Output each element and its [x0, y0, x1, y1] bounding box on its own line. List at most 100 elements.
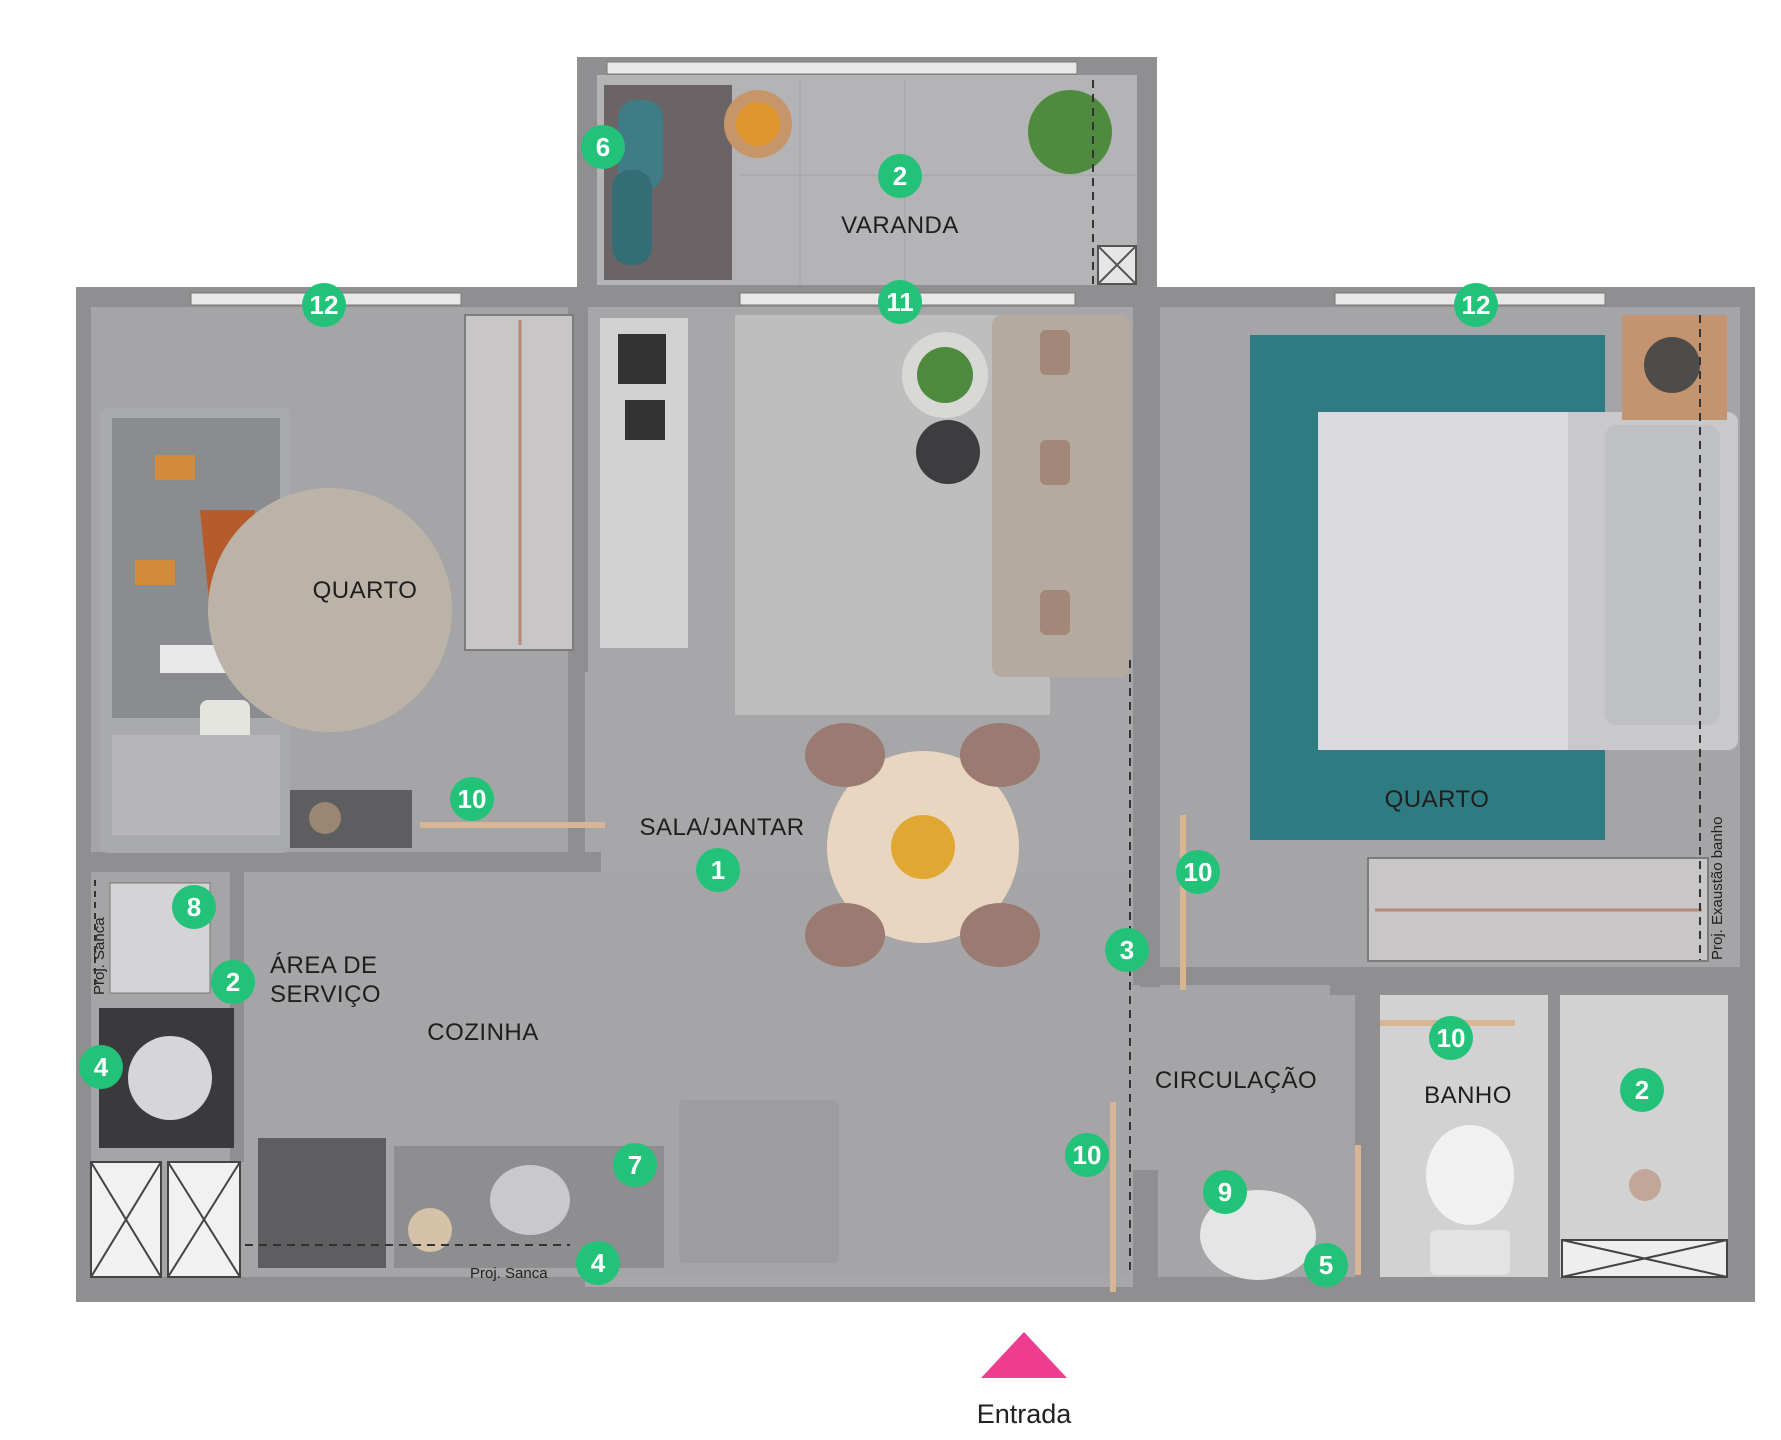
entrance-label: Entrada	[977, 1399, 1073, 1429]
svg-text:4: 4	[94, 1052, 109, 1082]
label-area-2: SERVIÇO	[270, 981, 381, 1008]
sofa	[992, 315, 1130, 677]
badge-9: 9	[1203, 1170, 1247, 1214]
svg-text:10: 10	[1184, 857, 1213, 887]
wall-shower-divider	[1548, 995, 1560, 1277]
table-flowers	[891, 815, 955, 879]
varanda-plant	[1028, 90, 1112, 174]
door-quarto-right	[1180, 815, 1186, 990]
cushion-2	[612, 170, 652, 265]
toilet	[1426, 1125, 1514, 1225]
svg-text:2: 2	[226, 967, 240, 997]
svg-text:7: 7	[628, 1150, 642, 1180]
cab2-x2	[167, 1161, 241, 1278]
side-table	[916, 420, 980, 484]
door-quarto-left	[420, 822, 605, 828]
label-cozinha: COZINHA	[427, 1019, 539, 1046]
cab1-x2	[90, 1161, 162, 1278]
wall-right-vertical	[1140, 287, 1160, 987]
tv-device-1	[618, 334, 666, 384]
toilet-tank	[1430, 1230, 1510, 1275]
badge-2-area: 2	[211, 960, 255, 1004]
chair-2	[960, 723, 1040, 787]
svg-text:12: 12	[310, 290, 339, 320]
svg-text:4: 4	[591, 1248, 606, 1278]
door-lavabo	[1355, 1145, 1361, 1275]
window-varanda	[606, 61, 1078, 75]
wall-quarto-right-bottom	[1330, 967, 1740, 995]
svg-text:9: 9	[1218, 1177, 1232, 1207]
badge-2-banho: 2	[1620, 1068, 1664, 1112]
badge-3: 3	[1105, 928, 1149, 972]
label-quarto-left: QUARTO	[313, 577, 418, 604]
badge-12-right: 12	[1454, 283, 1498, 327]
badge-10-quarto: 10	[450, 777, 494, 821]
label-varanda: VARANDA	[841, 212, 959, 239]
svg-text:10: 10	[458, 784, 487, 814]
label-area-1: ÁREA DE	[270, 952, 378, 979]
badge-10-entrada: 10	[1065, 1133, 1109, 1177]
badge-12-left: 12	[302, 283, 346, 327]
label-circulacao: CIRCULAÇÃO	[1155, 1067, 1317, 1094]
nightstand-left	[290, 790, 412, 848]
niche-x2	[1561, 1239, 1728, 1278]
note-proj-sanca-area: Proj. Sanca	[91, 917, 108, 995]
svg-text:12: 12	[1462, 290, 1491, 320]
badge-10-circulacao: 10	[1176, 850, 1220, 894]
svg-text:11: 11	[886, 287, 914, 317]
cushion-1	[618, 100, 663, 190]
chair-4	[960, 903, 1040, 967]
fruit-bowl-inner	[736, 102, 780, 146]
badge-5: 5	[1304, 1243, 1348, 1287]
shaft-cross-2	[1097, 245, 1137, 285]
svg-text:5: 5	[1319, 1250, 1333, 1280]
nightstand-vase	[1644, 337, 1700, 393]
badge-10-banho: 10	[1429, 1016, 1473, 1060]
washer-drum	[128, 1036, 212, 1120]
bed-pillows	[1605, 425, 1720, 725]
svg-text:8: 8	[187, 892, 201, 922]
door-entrada	[1110, 1102, 1116, 1292]
bed-bottom	[112, 735, 280, 835]
badge-8: 8	[172, 885, 216, 929]
shower-drain	[1629, 1169, 1661, 1201]
wall-quarto-left-bottom	[91, 852, 601, 872]
badge-6: 6	[581, 125, 625, 169]
note-proj-sanca-cozinha: Proj. Sanca	[470, 1265, 548, 1282]
badge-4-area: 4	[79, 1045, 123, 1089]
stove	[258, 1138, 386, 1268]
label-banho: BANHO	[1424, 1082, 1512, 1109]
fridge	[679, 1100, 839, 1263]
badge-7: 7	[613, 1143, 657, 1187]
svg-text:10: 10	[1073, 1140, 1102, 1170]
entrance-arrow-icon	[981, 1332, 1067, 1378]
sofa-cushion-1	[1040, 330, 1070, 375]
plant-leaves	[917, 347, 973, 403]
badge-1: 1	[696, 848, 740, 892]
blanket-orange-1	[155, 455, 195, 480]
sofa-cushion-2	[1040, 440, 1070, 485]
label-quarto-right: QUARTO	[1385, 786, 1490, 813]
note-proj-exaustao: Proj. Exaustão banho	[1709, 817, 1726, 960]
label-sala: SALA/JANTAR	[639, 814, 804, 841]
sofa-cushion-3	[1040, 590, 1070, 635]
chair-3	[805, 903, 885, 967]
svg-text:2: 2	[893, 161, 907, 191]
svg-text:10: 10	[1437, 1023, 1466, 1053]
svg-text:3: 3	[1120, 935, 1134, 965]
badge-4-cozinha: 4	[576, 1241, 620, 1285]
wall-lavabo	[1133, 1170, 1158, 1280]
svg-text:2: 2	[1635, 1075, 1649, 1105]
svg-text:1: 1	[711, 855, 725, 885]
blanket-orange-2	[135, 560, 175, 585]
nightstand-lamp	[309, 802, 341, 834]
round-rug	[208, 488, 452, 732]
sink-bowl-2	[408, 1208, 452, 1252]
badge-11: 11	[878, 280, 922, 324]
badge-2-varanda: 2	[878, 154, 922, 198]
tv-device-2	[625, 400, 665, 440]
bed-cover	[1318, 412, 1568, 750]
chair-1	[805, 723, 885, 787]
sink-bowl	[490, 1165, 570, 1235]
